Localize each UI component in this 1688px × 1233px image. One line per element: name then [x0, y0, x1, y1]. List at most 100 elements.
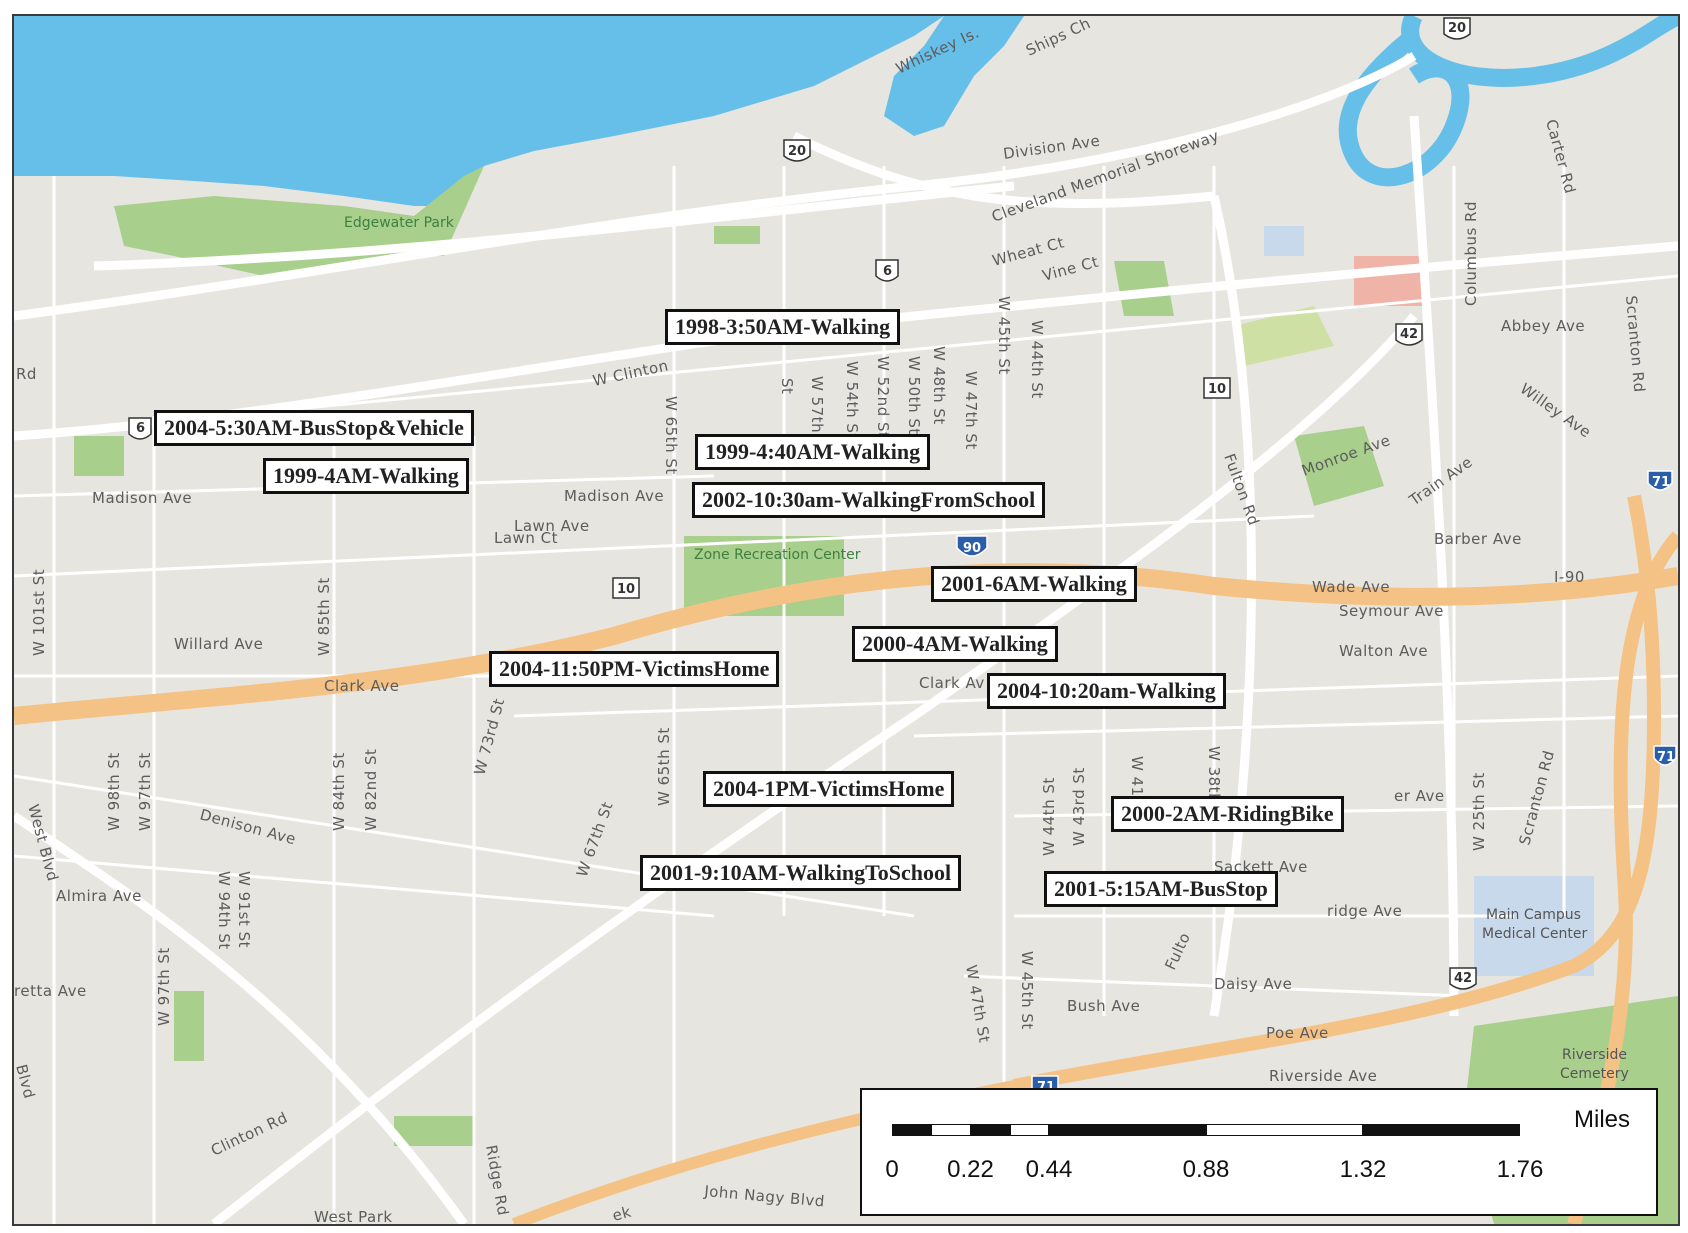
us42-shield-north: 42 [1395, 323, 1423, 346]
svg-text:20: 20 [1448, 21, 1466, 36]
incident-label[interactable]: 1999-4AM-Walking [263, 458, 469, 494]
scale-segment [931, 1124, 971, 1136]
park-5 [74, 436, 124, 476]
park-6 [174, 991, 204, 1061]
label-w-48th: W 48th St [930, 346, 948, 425]
us20-shield: 20 [783, 139, 811, 162]
label-clinton-rd: Clinton Rd [208, 1108, 290, 1159]
svg-text:20: 20 [788, 144, 806, 159]
label-clark-ave-east: Clark Av [919, 674, 985, 692]
label-clark-ave-west: Clark Ave [324, 677, 399, 695]
label-w-73rd: W 73rd St [470, 696, 508, 777]
label-main-campus-2: Medical Center [1482, 926, 1587, 942]
scale-tick-label: 0.44 [1025, 1156, 1073, 1183]
scale-segment [1049, 1124, 1206, 1136]
svg-text:6: 6 [883, 264, 892, 279]
us6-shield-west: 6 [128, 417, 152, 440]
incident-label[interactable]: 2004-5:30AM-BusStop&Vehicle [154, 410, 474, 446]
park-4 [1294, 426, 1384, 506]
label-ridge-rd: Ridge Rd [482, 1144, 512, 1218]
label-w-43rd: W 43rd St [1070, 767, 1088, 846]
park-7 [394, 1116, 474, 1146]
incident-label[interactable]: 2002-10:30am-WalkingFromSchool [692, 482, 1046, 518]
scale-segment [1206, 1124, 1363, 1136]
basemap: Whiskey Is. Ships Ch Edgewater Park Divi… [14, 16, 1678, 1224]
label-w-97th: W 97th St [136, 752, 154, 831]
scale-segment [892, 1124, 932, 1136]
label-scranton-rd-south: Scranton Rd [1515, 748, 1558, 847]
incident-label[interactable]: 2001-9:10AM-WalkingToSchool [640, 855, 962, 891]
label-barber-ave: Barber Ave [1434, 530, 1522, 548]
us42-shield-south: 42 [1449, 967, 1477, 990]
label-wade-ave: Wade Ave [1312, 578, 1390, 596]
incident-label[interactable]: 2000-2AM-RidingBike [1111, 796, 1344, 832]
svg-text:10: 10 [617, 582, 635, 597]
sr10-shield-east: 10 [1203, 377, 1231, 399]
label-w-44th-north: W 44th St [1028, 320, 1046, 399]
label-w-52nd: W 52nd St [874, 356, 892, 438]
label-creek: ek [610, 1203, 633, 1224]
svg-text:42: 42 [1454, 971, 1472, 986]
label-west-park: West Park [314, 1208, 393, 1224]
park-2 [1114, 261, 1174, 316]
label-w-47th-north: W 47th St [962, 371, 980, 450]
label-w-45th-north: W 45th St [995, 296, 1013, 375]
label-w-85th: W 85th St [315, 577, 333, 656]
scale-segment [1009, 1124, 1049, 1136]
scale-segment [1363, 1124, 1520, 1136]
label-madison-ave-east: Madison Ave [564, 487, 664, 505]
label-w-98th: W 98th St [105, 752, 123, 831]
label-w-41st: W 41 [1128, 756, 1146, 797]
us6-shield-center: 6 [875, 259, 899, 282]
incident-label[interactable]: 1999-4:40AM-Walking [695, 434, 931, 470]
label-almira-ave: Almira Ave [56, 887, 142, 905]
label-madison-ave-west: Madison Ave [92, 489, 192, 507]
incident-label[interactable]: 2001-6AM-Walking [931, 566, 1137, 602]
incident-label[interactable]: 2001-5:15AM-BusStop [1044, 871, 1278, 907]
lake-erie [14, 16, 944, 206]
label-abbey-ave: Abbey Ave [1501, 317, 1585, 335]
label-ridge-ave: ridge Ave [1327, 902, 1402, 920]
incident-label[interactable]: 2004-10:20am-Walking [987, 673, 1226, 709]
label-bush-ave: Bush Ave [1067, 997, 1140, 1015]
label-vine-ct: Vine Ct [1040, 253, 1100, 285]
label-w-54th: W 54th St [843, 361, 861, 440]
label-w-44th-south: W 44th St [1040, 777, 1058, 856]
label-john-nagy-blvd: John Nagy Blvd [703, 1182, 826, 1211]
label-w-94th: W 94th St [215, 871, 233, 950]
incident-label[interactable]: 2000-4AM-Walking [852, 626, 1058, 662]
incident-label[interactable]: 2004-11:50PM-VictimsHome [489, 651, 780, 687]
i71-shield-north: 71 [1647, 470, 1673, 491]
label-willard-ave: Willard Ave [174, 635, 263, 653]
label-w-38th: W 38th [1205, 746, 1223, 803]
incident-label[interactable]: 2004-1PM-VictimsHome [703, 771, 955, 807]
label-zone-rec: Zone Recreation Center [694, 547, 861, 563]
scale-tick-label: 0.88 [1182, 1156, 1230, 1183]
label-scranton-rd-north: Scranton Rd [1622, 295, 1648, 394]
scale-tick-label: 1.76 [1496, 1156, 1544, 1183]
svg-text:71: 71 [1657, 750, 1675, 765]
label-w-91st: W 91st St [235, 871, 253, 948]
svg-text:6: 6 [136, 421, 145, 436]
svg-text:42: 42 [1400, 327, 1418, 342]
label-carter-rd: Carter Rd [1542, 117, 1579, 195]
label-seymour-ave: Seymour Ave [1339, 602, 1444, 620]
label-willey-ave: Willey Ave [1517, 380, 1595, 442]
label-blvd: Blvd [14, 1062, 39, 1100]
label-edgewater-park: Edgewater Park [344, 215, 455, 231]
svg-text:90: 90 [963, 541, 981, 556]
label-w-57th: W 57th [808, 376, 826, 433]
label-fulton-south: Fulto [1161, 930, 1194, 973]
scale-segment [970, 1124, 1010, 1136]
cuyahoga-river [1338, 16, 1678, 187]
park-3 [1234, 306, 1334, 366]
label-w-101st: W 101st St [30, 569, 48, 656]
label-riverside-cemetery-1: Riverside [1562, 1047, 1627, 1063]
label-w-65th-north: W 65th St [662, 396, 680, 475]
label-i90: I-90 [1554, 568, 1585, 586]
us20-shield-top: 20 [1443, 17, 1471, 40]
label-loretta-ave: retta Ave [14, 982, 87, 1000]
label-w-25th: W 25th St [1470, 772, 1488, 851]
incident-label[interactable]: 1998-3:50AM-Walking [665, 309, 901, 345]
